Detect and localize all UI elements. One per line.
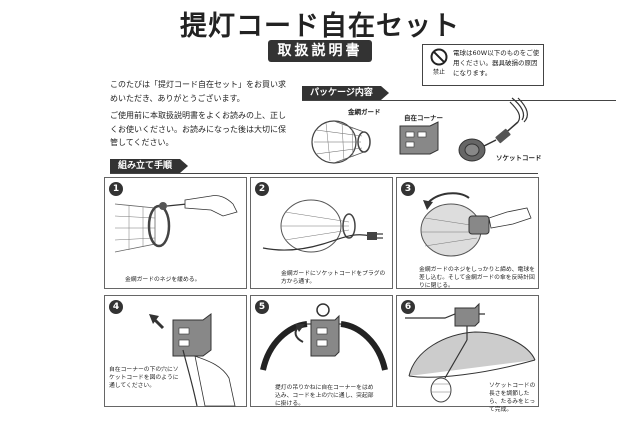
step-number: 6 (401, 300, 415, 314)
step-caption: 自在コーナーの下の穴にソケットコードを図のように通してください。 (109, 367, 179, 389)
part-label-wire-guard: 金網ガード (348, 108, 381, 116)
prohibited-label: 禁止 (432, 69, 445, 76)
step-3-illustration (420, 192, 532, 257)
package-heading: パッケージ内容 (302, 86, 389, 100)
assembly-heading: 組み立て手順 (110, 159, 189, 173)
step-caption: 金網ガードのネジを緩める。 (125, 277, 201, 283)
step-6-illustration (405, 302, 536, 403)
step-number: 1 (109, 182, 123, 196)
page-title: 提灯コード自在セット (180, 11, 460, 42)
step-5-illustration (260, 303, 388, 371)
warning-box: 禁止 電球は60W以下のものをご使用ください。器具破損の原因になります。 (422, 44, 544, 86)
corner-bracket-illustration (399, 121, 439, 155)
manual-label: 取扱説明書 (268, 40, 372, 62)
assembly-divider (110, 173, 538, 174)
step-number: 5 (255, 300, 269, 314)
step-number: 4 (109, 300, 123, 314)
step-caption: 金網ガードにソケットコードをプラグの方から通す。 (281, 271, 386, 285)
step-1-illustration (114, 195, 238, 253)
intro-text: このたびは「提灯コード自在セット」をお買い求めいただき、ありがとうございます。 … (110, 78, 292, 154)
step-5-panel: 5 提灯の吊りかねに自在コーナーをはめ込み、コードを上の穴に通し、突起部に掛ける… (250, 295, 393, 407)
step-2-panel: 2 金網ガードにソケットコードをプラグの方から通す。 (250, 177, 393, 289)
socket-cord-illustration (458, 97, 528, 162)
step-4-illustration (149, 313, 236, 407)
step-number: 2 (255, 182, 269, 196)
step-caption: ソケットコードの長さを調節したら、たるみをとって完成。 (489, 383, 536, 413)
wire-guard-illustration (311, 120, 371, 164)
step-2-illustration (262, 199, 383, 253)
part-label-socket-cord: ソケットコード (496, 154, 542, 162)
step-1-panel: 1 金網ガードのネジを緩める。 (104, 177, 247, 289)
warning-text: 電球は60W以下のものをご使用ください。器具破損の原因になります。 (453, 49, 540, 77)
step-caption: 提灯の吊りかねに自在コーナーをはめ込み、コードを上の穴に通し、突起部に掛ける。 (275, 385, 374, 407)
step-number: 3 (401, 182, 415, 196)
step-6-panel: 6 ソケットコードの長さを調節したら、たるみをとって完成。 (396, 295, 539, 413)
intro-paragraph-1: このたびは「提灯コード自在セット」をお買い求めいただき、ありがとうございます。 (110, 80, 286, 103)
step-4-panel: 4 自在コーナーの下の穴にソケットコードを図のように通してください。 (104, 295, 247, 407)
step-3-panel: 3 金網ガードのネジをしっかりと締め、電球を差し込む。そして金網ガードの傘を反時… (396, 177, 539, 289)
package-divider (302, 100, 616, 101)
prohibited-icon (430, 48, 448, 66)
intro-paragraph-2: ご使用前に本取扱説明書をよくお読みの上、正しくお使いください。お読みになった後は… (110, 111, 286, 147)
step-caption: 金網ガードのネジをしっかりと締め、電球を差し込む。そして金網ガードの傘を反時計回… (419, 267, 535, 289)
part-label-corner-bracket: 自在コーナー (404, 114, 443, 122)
warning-icon-wrap: 禁止 (427, 48, 451, 76)
